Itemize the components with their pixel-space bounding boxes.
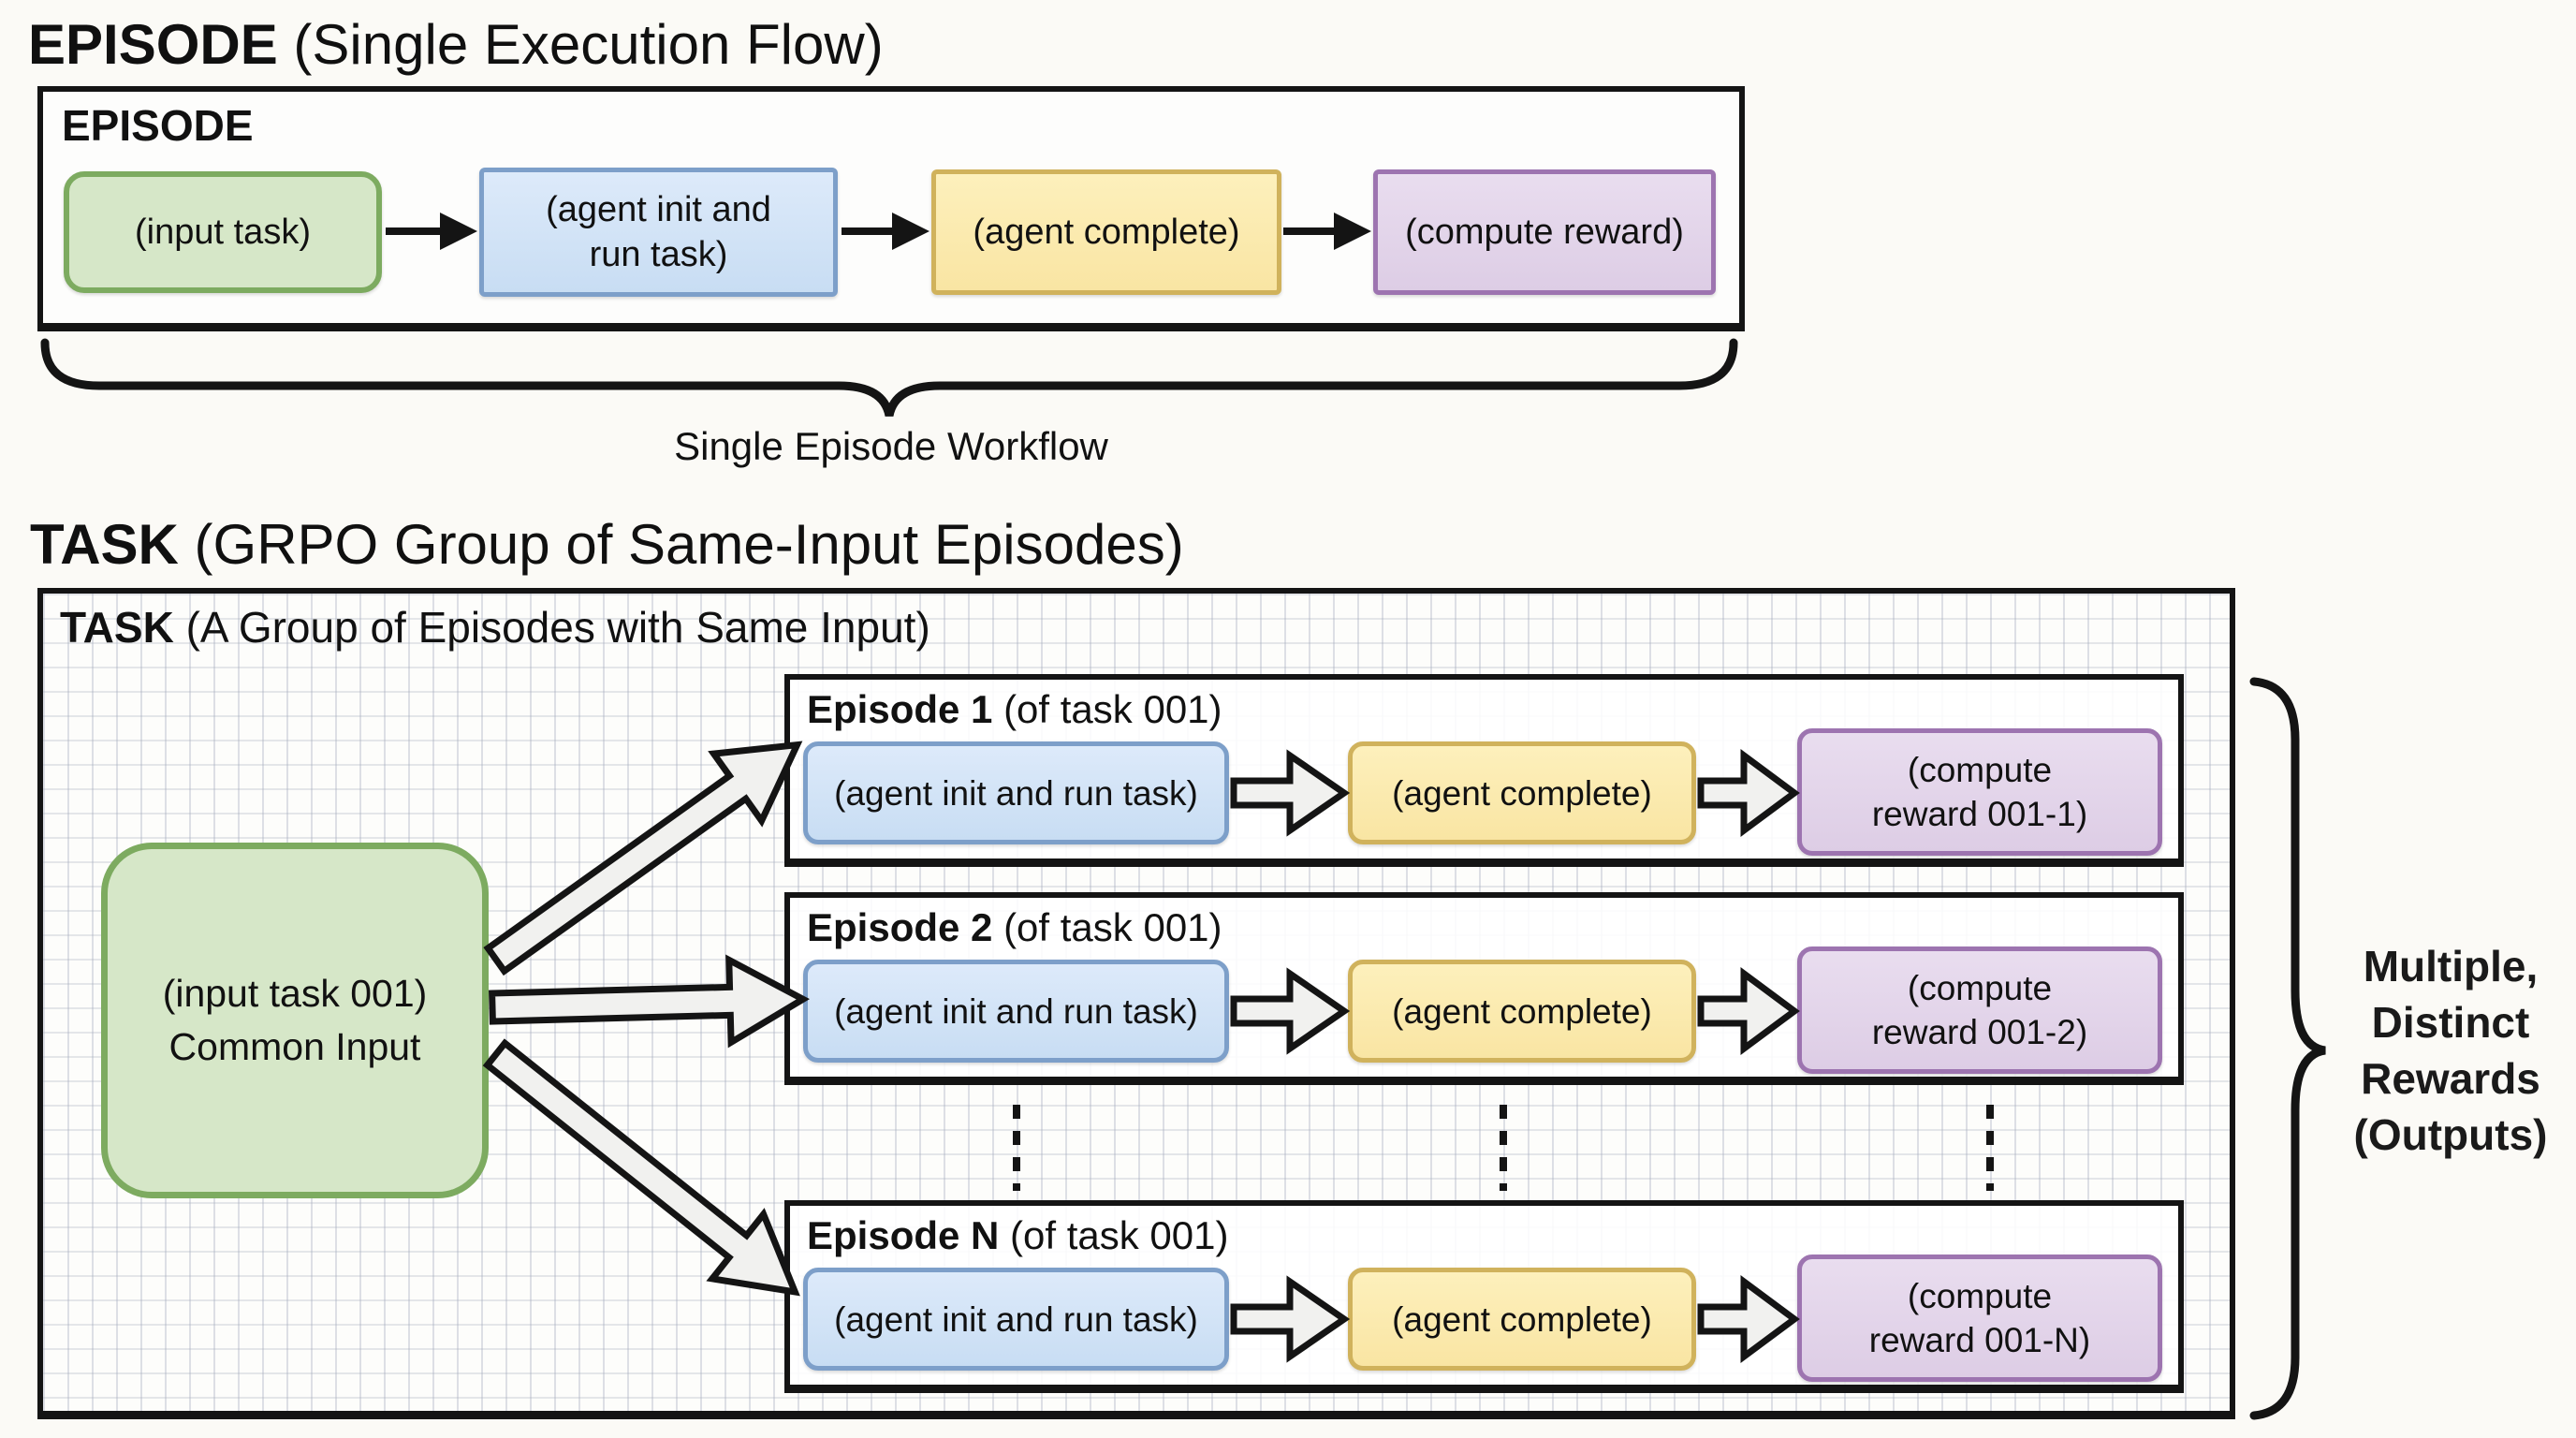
rown-reward-line2: reward 001-N) xyxy=(1868,1321,2091,1359)
rown-node-agent-complete: (agent complete) xyxy=(1348,1268,1696,1371)
row1-node-agent-complete: (agent complete) xyxy=(1348,741,1696,844)
row2-agent-init-label: (agent init and run task) xyxy=(834,991,1198,1031)
node-agent-complete-label: (agent complete) xyxy=(973,213,1240,252)
episode-section-heading: EPISODE (Single Execution Flow) xyxy=(28,13,884,77)
rown-node-compute-reward: (compute reward 001-N) xyxy=(1797,1255,2162,1382)
episode-row-1-label-rest: (of task 001) xyxy=(992,687,1222,731)
episode-heading-rest: (Single Execution Flow) xyxy=(277,13,884,76)
node-agent-init: (agent init and run task) xyxy=(479,168,838,297)
episode-row-2-label-rest: (of task 001) xyxy=(992,905,1222,949)
node-compute-reward: (compute reward) xyxy=(1373,169,1716,295)
rown-reward-line1: (compute xyxy=(1907,1277,2053,1315)
node-common-input: (input task 001) Common Input xyxy=(101,843,489,1198)
task-heading-bold: TASK xyxy=(30,513,179,576)
rown-agent-init-label: (agent init and run task) xyxy=(834,1299,1198,1339)
row1-agent-init-label: (agent init and run task) xyxy=(834,773,1198,813)
episode-panel-label: EPISODE xyxy=(62,101,254,150)
rown-node-agent-init: (agent init and run task) xyxy=(803,1268,1229,1371)
episode-row-1-label-bold: Episode 1 xyxy=(807,687,993,731)
node-input-task: (input task) xyxy=(64,171,382,293)
row2-reward-line2: reward 001-2) xyxy=(1871,1013,2088,1051)
task-heading-rest: (GRPO Group of Same-Input Episodes) xyxy=(178,513,1184,576)
row2-reward-line1: (compute xyxy=(1907,969,2053,1007)
episode-row-2-label-bold: Episode 2 xyxy=(807,905,993,949)
row1-agent-complete-label: (agent complete) xyxy=(1392,773,1652,813)
task-panel-label-rest: (A Group of Episodes with Same Input) xyxy=(173,603,930,652)
common-input-line2: Common Input xyxy=(168,1025,421,1068)
node-compute-reward-label: (compute reward) xyxy=(1405,213,1684,252)
episode-row-n-label-bold: Episode N xyxy=(807,1213,1000,1257)
episode-panel-label-text: EPISODE xyxy=(62,101,254,150)
episode-row-2-label: Episode 2 (of task 001) xyxy=(807,905,1222,950)
task-panel-label-bold: TASK xyxy=(60,603,174,652)
episode-row-1-label: Episode 1 (of task 001) xyxy=(807,687,1222,732)
row1-node-compute-reward: (compute reward 001-1) xyxy=(1797,728,2162,856)
episode-row-n-label: Episode N (of task 001) xyxy=(807,1213,1228,1258)
output-label-line2: Distinct xyxy=(2371,998,2530,1047)
row1-node-agent-init: (agent init and run task) xyxy=(803,741,1229,844)
node-agent-init-line1: (agent init and xyxy=(546,190,771,229)
node-agent-complete: (agent complete) xyxy=(931,169,1281,295)
node-input-task-label: (input task) xyxy=(135,213,311,252)
row1-reward-line2: reward 001-1) xyxy=(1871,795,2088,833)
output-label-line3: Rewards xyxy=(2361,1054,2540,1103)
single-episode-workflow-brace xyxy=(40,338,1738,418)
row2-node-agent-init: (agent init and run task) xyxy=(803,960,1229,1063)
output-label-line1: Multiple, xyxy=(2363,942,2539,990)
task-section-heading: TASK (GRPO Group of Same-Input Episodes) xyxy=(30,513,1184,577)
node-agent-init-line2: run task) xyxy=(589,235,728,274)
row2-node-compute-reward: (compute reward 001-2) xyxy=(1797,946,2162,1074)
output-label-line4: (Outputs) xyxy=(2353,1110,2548,1159)
row2-node-agent-complete: (agent complete) xyxy=(1348,960,1696,1063)
episode-row-n-label-rest: (of task 001) xyxy=(999,1213,1229,1257)
rown-agent-complete-label: (agent complete) xyxy=(1392,1299,1652,1339)
outputs-brace xyxy=(2249,677,2326,1420)
single-episode-workflow-label: Single Episode Workflow xyxy=(674,424,1108,468)
row1-reward-line1: (compute xyxy=(1907,751,2053,789)
task-panel-label: TASK (A Group of Episodes with Same Inpu… xyxy=(60,603,930,652)
row2-agent-complete-label: (agent complete) xyxy=(1392,991,1652,1031)
multiple-rewards-label: Multiple, Distinct Rewards (Outputs) xyxy=(2327,938,2574,1163)
episode-heading-bold: EPISODE xyxy=(28,13,278,76)
common-input-line1: (input task 001) xyxy=(162,972,428,1015)
